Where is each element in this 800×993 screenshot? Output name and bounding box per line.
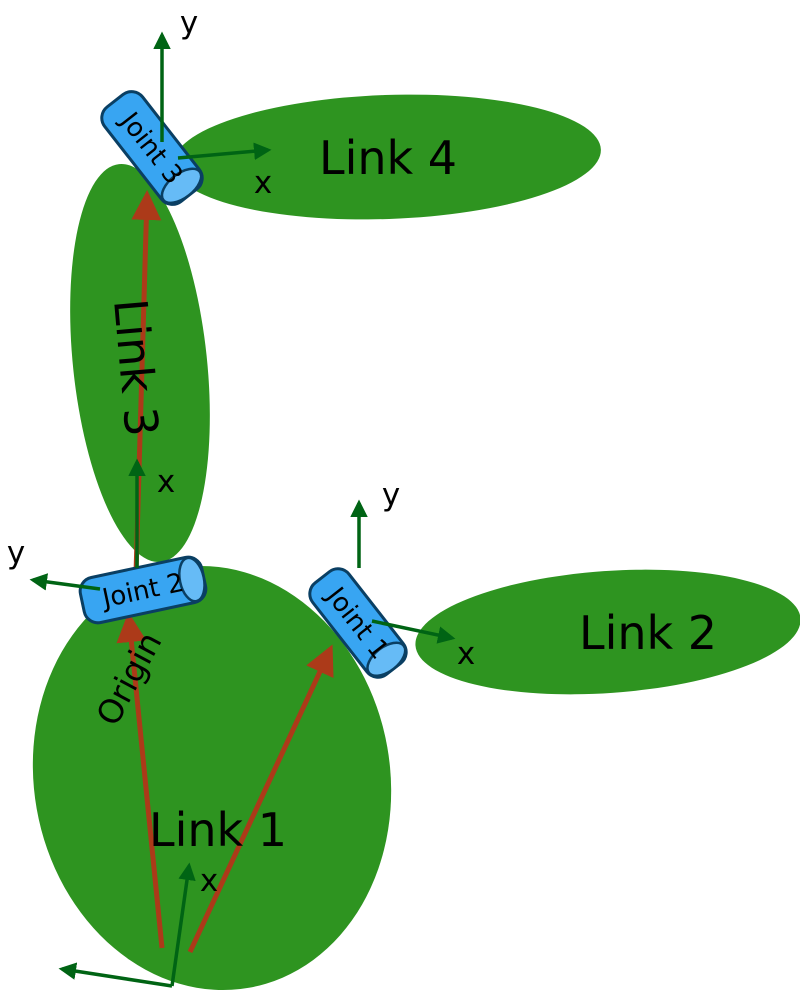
joint3-x-label: x xyxy=(254,165,272,201)
joint1-x-axis-arrow xyxy=(371,619,456,644)
joint2-cylinder: Joint 2 xyxy=(78,555,208,625)
joint1-x-label: x xyxy=(457,636,475,672)
joint3-y-label: y xyxy=(180,5,198,41)
link4-label: Link 4 xyxy=(319,131,457,185)
link4-ellipse xyxy=(173,94,601,220)
joint1-cylinder-cap xyxy=(366,641,407,678)
origin-y-axis-arrow xyxy=(58,962,173,988)
joint3-cylinder-cap xyxy=(160,167,203,205)
joint1-y-label: y xyxy=(382,477,400,513)
link3-label: Link 3 xyxy=(103,296,169,438)
origin-x-label: x xyxy=(200,863,218,899)
joint3-x-axis-arrow xyxy=(177,142,272,160)
joint2-x-label: x xyxy=(157,464,175,500)
link2-label: Link 2 xyxy=(579,606,717,660)
joint2-y-label: y xyxy=(7,535,25,571)
joint2-cylinder-cap xyxy=(178,556,206,603)
origin-x-axis-arrow xyxy=(170,862,196,987)
joint2-y-axis-arrow xyxy=(29,573,101,591)
link2-ellipse xyxy=(415,569,800,695)
link1-label: Link 1 xyxy=(149,803,287,857)
link1-ellipse xyxy=(32,565,392,991)
origin-to-joint2-arrow xyxy=(116,612,165,949)
origin-to-joint1-arrow xyxy=(187,644,334,954)
